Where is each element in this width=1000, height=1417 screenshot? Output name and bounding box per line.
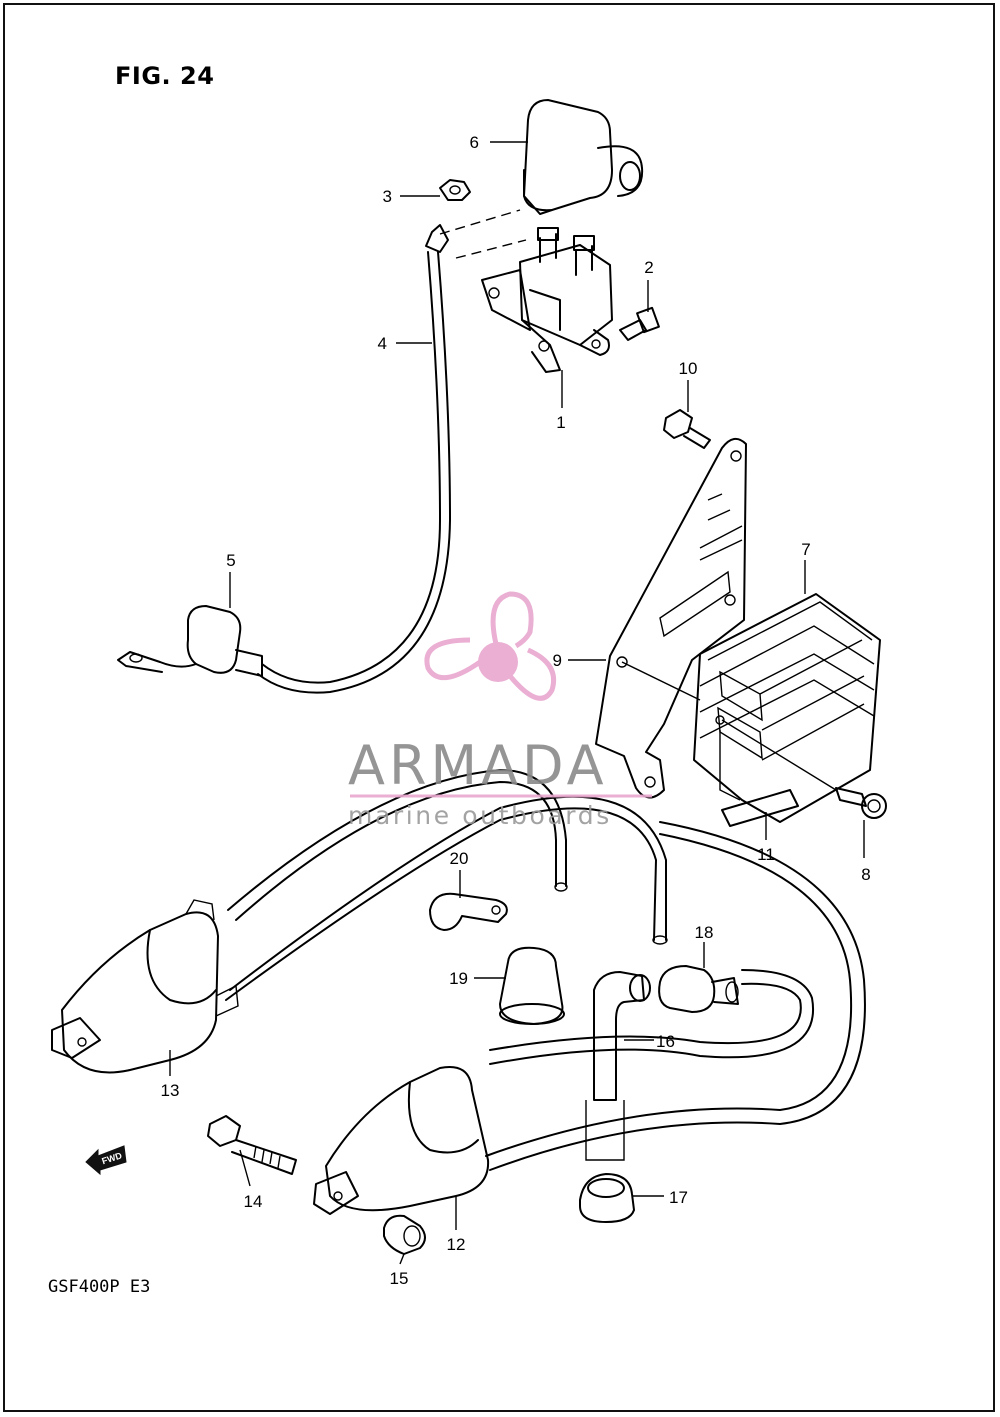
part-9-bracket	[595, 437, 747, 799]
part-3-nut	[439, 179, 471, 201]
part-5-terminal-boot	[117, 605, 263, 677]
watermark-brand: ARMADA	[348, 734, 608, 797]
part-16-plug-cap	[585, 971, 651, 1161]
callout-18: 18	[695, 923, 714, 942]
callout-4: 4	[378, 334, 387, 353]
part-1-starter-relay	[481, 227, 613, 373]
part-12-ignition-coil	[313, 1066, 490, 1215]
figure-title: FIG. 24	[115, 62, 215, 90]
callout-2: 2	[644, 258, 653, 277]
callout-7: 7	[801, 540, 810, 559]
page-border	[3, 3, 995, 1412]
callout-1: 1	[556, 413, 565, 432]
part-17-grommet	[579, 1173, 635, 1223]
propeller-logo-icon	[424, 591, 556, 701]
callout-3: 3	[383, 187, 392, 206]
watermark: ARMADA marine outboards	[348, 591, 652, 830]
callout-16: 16	[656, 1032, 675, 1051]
part-15-spacer	[383, 1214, 426, 1255]
callout-13: 13	[161, 1081, 180, 1100]
model-code: GSF400P E3	[48, 1277, 151, 1297]
callout-numbers: 6 3 4 1 2 5 10 7 9 11 8 20 19 16 18 17 1…	[161, 133, 871, 1288]
part-19-cap	[499, 946, 565, 1025]
callout-8: 8	[861, 865, 870, 884]
ignition-lead-cables	[225, 769, 866, 1171]
part-2-bolt	[619, 306, 660, 341]
part-7-regulator	[693, 593, 881, 823]
callout-14: 14	[244, 1192, 263, 1211]
callout-12: 12	[447, 1235, 466, 1254]
callout-15: 15	[390, 1269, 409, 1288]
part-18-resistor-cap	[658, 965, 739, 1013]
callout-6: 6	[470, 133, 479, 152]
part-4-lead-wire	[257, 224, 451, 694]
part-8-screw	[835, 787, 887, 819]
callout-9: 9	[553, 651, 562, 670]
callout-17: 17	[669, 1188, 688, 1207]
part-6-relay-cover	[523, 99, 644, 215]
part-20-clamp	[429, 892, 508, 931]
part-10-bolt	[663, 409, 711, 449]
part-11-insulator	[721, 789, 799, 827]
callout-20: 20	[450, 849, 469, 868]
callout-19: 19	[449, 969, 468, 988]
callout-11: 11	[757, 845, 775, 864]
leader-lines	[169, 141, 865, 1265]
callout-10: 10	[679, 359, 698, 378]
watermark-tagline: marine outboards	[348, 801, 612, 830]
callout-5: 5	[226, 551, 235, 570]
part-13-ignition-coil	[51, 899, 239, 1074]
fwd-arrow: FWD	[85, 1145, 127, 1176]
part-14-bolt	[207, 1115, 297, 1175]
